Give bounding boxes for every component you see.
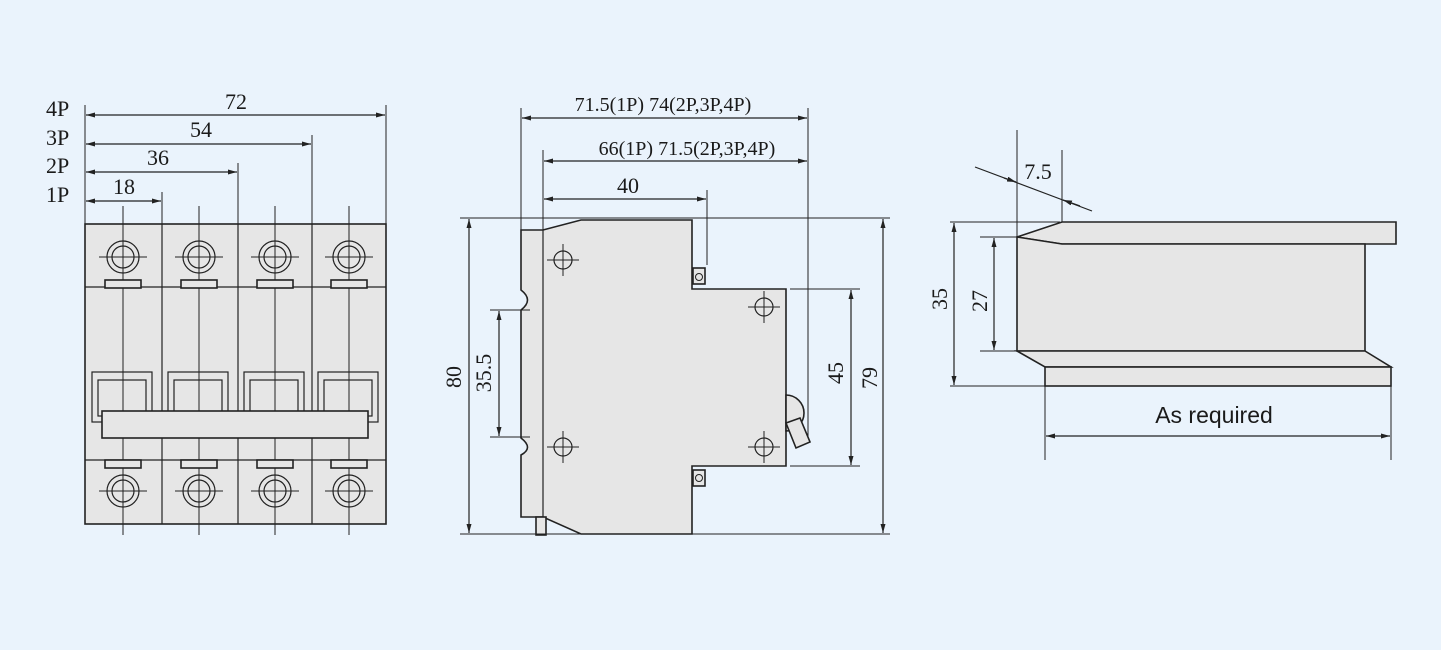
depth-second-label: 66(1P) 71.5(2P,3P,4P) xyxy=(599,138,776,160)
terminal-screw-icon xyxy=(106,240,140,274)
terminal-screw-icon xyxy=(332,240,366,274)
side-body xyxy=(520,219,787,535)
length-label: As required xyxy=(1155,402,1273,428)
face-height-label: 45 xyxy=(823,362,848,384)
terminal-screw-icon xyxy=(182,240,216,274)
handle-bar xyxy=(101,410,369,439)
terminal-screw-icon xyxy=(258,240,292,274)
rail-height-label: 35 xyxy=(927,288,952,310)
flange-label: 7.5 xyxy=(1024,159,1052,184)
terminal-screw-icon xyxy=(332,474,366,508)
rail-bottom-flange xyxy=(1044,366,1392,387)
terminal-screw-icon xyxy=(182,474,216,508)
rail-web xyxy=(1016,236,1366,352)
rail-view: 7.5 35 27 As required xyxy=(927,130,1397,460)
width-1p: 18 xyxy=(113,174,135,199)
rail-top-flange xyxy=(1016,221,1397,245)
front-view: 4P 3P 2P 1P 72 54 36 18 xyxy=(46,89,387,535)
pole-label-3p: 3P xyxy=(46,125,69,150)
width-3p: 54 xyxy=(190,117,212,142)
mount-spacing-label: 35.5 xyxy=(471,354,496,393)
terminal-screw-icon xyxy=(258,474,292,508)
height-total-label: 80 xyxy=(441,366,466,388)
pole-label-1p: 1P xyxy=(46,182,69,207)
depth-top-label: 71.5(1P) 74(2P,3P,4P) xyxy=(575,94,752,116)
terminal-screw-icon xyxy=(106,474,140,508)
body-height-label: 79 xyxy=(857,367,882,389)
pole-label-4p: 4P xyxy=(46,96,69,121)
breaker-body xyxy=(84,223,387,525)
depth-third-label: 40 xyxy=(617,173,639,198)
rail-inner-label: 27 xyxy=(967,290,992,312)
width-2p: 36 xyxy=(147,145,169,170)
side-view: 71.5(1P) 74(2P,3P,4P) 66(1P) 71.5(2P,3P,… xyxy=(441,94,890,536)
pole-label-2p: 2P xyxy=(46,153,69,178)
width-4p: 72 xyxy=(225,89,247,114)
